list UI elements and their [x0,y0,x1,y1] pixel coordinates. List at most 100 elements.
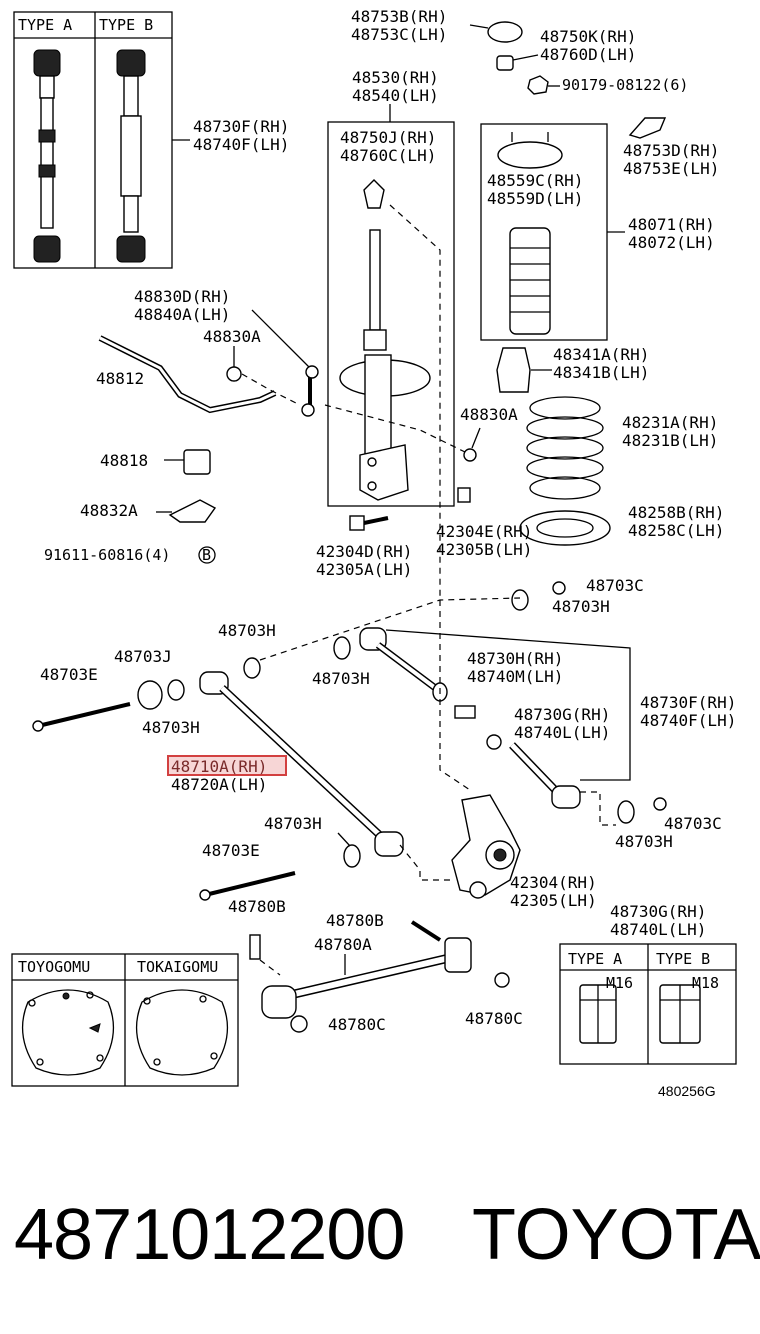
label-48750k: 48750K(RH) [540,27,636,46]
label-48818: 48818 [100,451,148,470]
toyogomu-plate [22,989,114,1076]
label-48730f-top: 48730F(RH) [193,117,289,136]
bump-stopper [496,347,531,393]
label-48710a: 48710A(RH) [171,757,267,776]
trailing-arm-bracket [444,937,472,973]
label-48740f-top: 48740F(LH) [193,135,289,154]
label-48730g-2: 48730G(RH) [610,902,706,921]
label-48540: 48540(LH) [352,86,439,105]
label-48740l-1: 48740L(LH) [514,723,610,742]
brand-name: TOYOTA [472,1195,760,1275]
bushing-top-b [116,49,146,77]
arm-48730f-end [551,785,581,809]
bushing-bottom-b [116,235,146,263]
label-48231a: 48231A(RH) [622,413,718,432]
nut-48780c-1 [290,1015,308,1033]
m16-label: M16 [606,974,633,992]
washer-48703j [137,680,163,710]
stabilizer-bushing [183,449,211,475]
bracket-48753d [628,117,667,139]
label-48703e-1: 48703E [40,665,98,684]
label-48832a: 48832A [80,501,138,520]
trailing-arm-bushing [261,985,297,1019]
label-48760d: 48760D(LH) [540,45,636,64]
label-48730f: 48730F(RH) [640,693,736,712]
bushing-bottom-a [33,235,61,263]
label-48258b: 48258B(RH) [628,503,724,522]
label-48780c-1: 48780C [328,1015,386,1034]
washer-48703h-5 [343,844,361,868]
type-b-label-left: TYPE B [99,16,153,34]
label-48830d: 48830D(RH) [134,287,230,306]
knuckle [451,794,521,896]
nut-48830a-2 [463,448,477,462]
bolt-48730g-1 [454,705,476,719]
tokaigomu-label: TOKAIGOMU [137,958,218,976]
strut-rod [369,229,381,331]
type-box-right: TYPE A TYPE B M16 M18 [559,943,737,1065]
washer-48703h-1 [511,589,529,611]
spring-insulator [519,510,611,546]
label-90179: 90179-08122(6) [562,76,688,94]
label-48703j: 48703J [114,647,172,666]
strut-body [364,354,392,456]
nut-90179 [527,75,549,95]
label-48703e-2: 48703E [202,841,260,860]
nut-48703c-2 [653,797,667,811]
nut-48703c-1 [552,581,566,595]
label-42305b: 42305B(LH) [436,540,532,559]
footer: 4871012200 TOYOTA [0,1190,760,1280]
nut-48780c-2 [494,972,510,988]
figure-code: 480256G [658,1083,716,1099]
label-48559d: 48559D(LH) [487,189,583,208]
gomu-box: TOYOGOMU TOKAIGOMU [11,953,239,1087]
washer-48703h-3 [167,679,185,701]
label-48720a: 48720A(LH) [171,775,267,794]
circle-b-text: B [202,546,211,564]
upper-support [497,141,563,169]
label-48703h-6: 48703H [615,832,673,851]
label-48750j: 48750J(RH) [340,128,436,147]
label-48812: 48812 [96,369,144,388]
label-48703h-5: 48703H [264,814,322,833]
bolt-48703e-2 [204,871,296,897]
label-48703h-3: 48703H [142,718,200,737]
nut-48830a-1 [226,366,242,382]
label-48780b-2: 48780B [326,911,384,930]
dust-boot [509,227,551,335]
strut-nut [363,179,385,209]
label-48753d: 48753D(RH) [623,141,719,160]
bolt-48780b-1 [249,934,261,960]
label-48341b: 48341B(LH) [553,363,649,382]
washer-48703h-6 [617,800,635,824]
bolt-48703e-1 [37,702,131,728]
label-48730g-1: 48730G(RH) [514,705,610,724]
label-48830a-1: 48830A [203,327,261,346]
stabilizer-link-top [305,365,319,379]
nut-42304e [457,487,471,503]
parts-diagram: TYPE A TYPE B 48730F(RH) 48740F(LH) 4875… [11,7,737,1099]
label-48258c: 48258C(LH) [628,521,724,540]
label-48740f: 48740F(LH) [640,711,736,730]
type-b-label-right: TYPE B [656,950,710,968]
coil-spring [526,396,604,500]
circle-b-marker [198,546,216,564]
label-48760c: 48760C(LH) [340,146,436,165]
stabilizer-bracket [168,499,217,523]
strut-box [327,121,455,507]
label-48780a: 48780A [314,935,372,954]
label-48780c-2: 48780C [465,1009,523,1028]
label-48703c-2: 48703C [664,814,722,833]
washer-48703h-4 [333,636,351,660]
label-42304: 42304(RH) [510,873,597,892]
label-48530: 48530(RH) [352,68,439,87]
arm-48710a-end-front [199,671,229,695]
label-48072: 48072(LH) [628,233,715,252]
label-48830a-2: 48830A [460,405,518,424]
label-48071: 48071(RH) [628,215,715,234]
type-box-left: TYPE A TYPE B [13,11,173,269]
label-48703h-4: 48703H [312,669,370,688]
label-48753e: 48753E(LH) [623,159,719,178]
washer-48703h-2 [243,657,261,679]
label-48730h: 48730H(RH) [467,649,563,668]
